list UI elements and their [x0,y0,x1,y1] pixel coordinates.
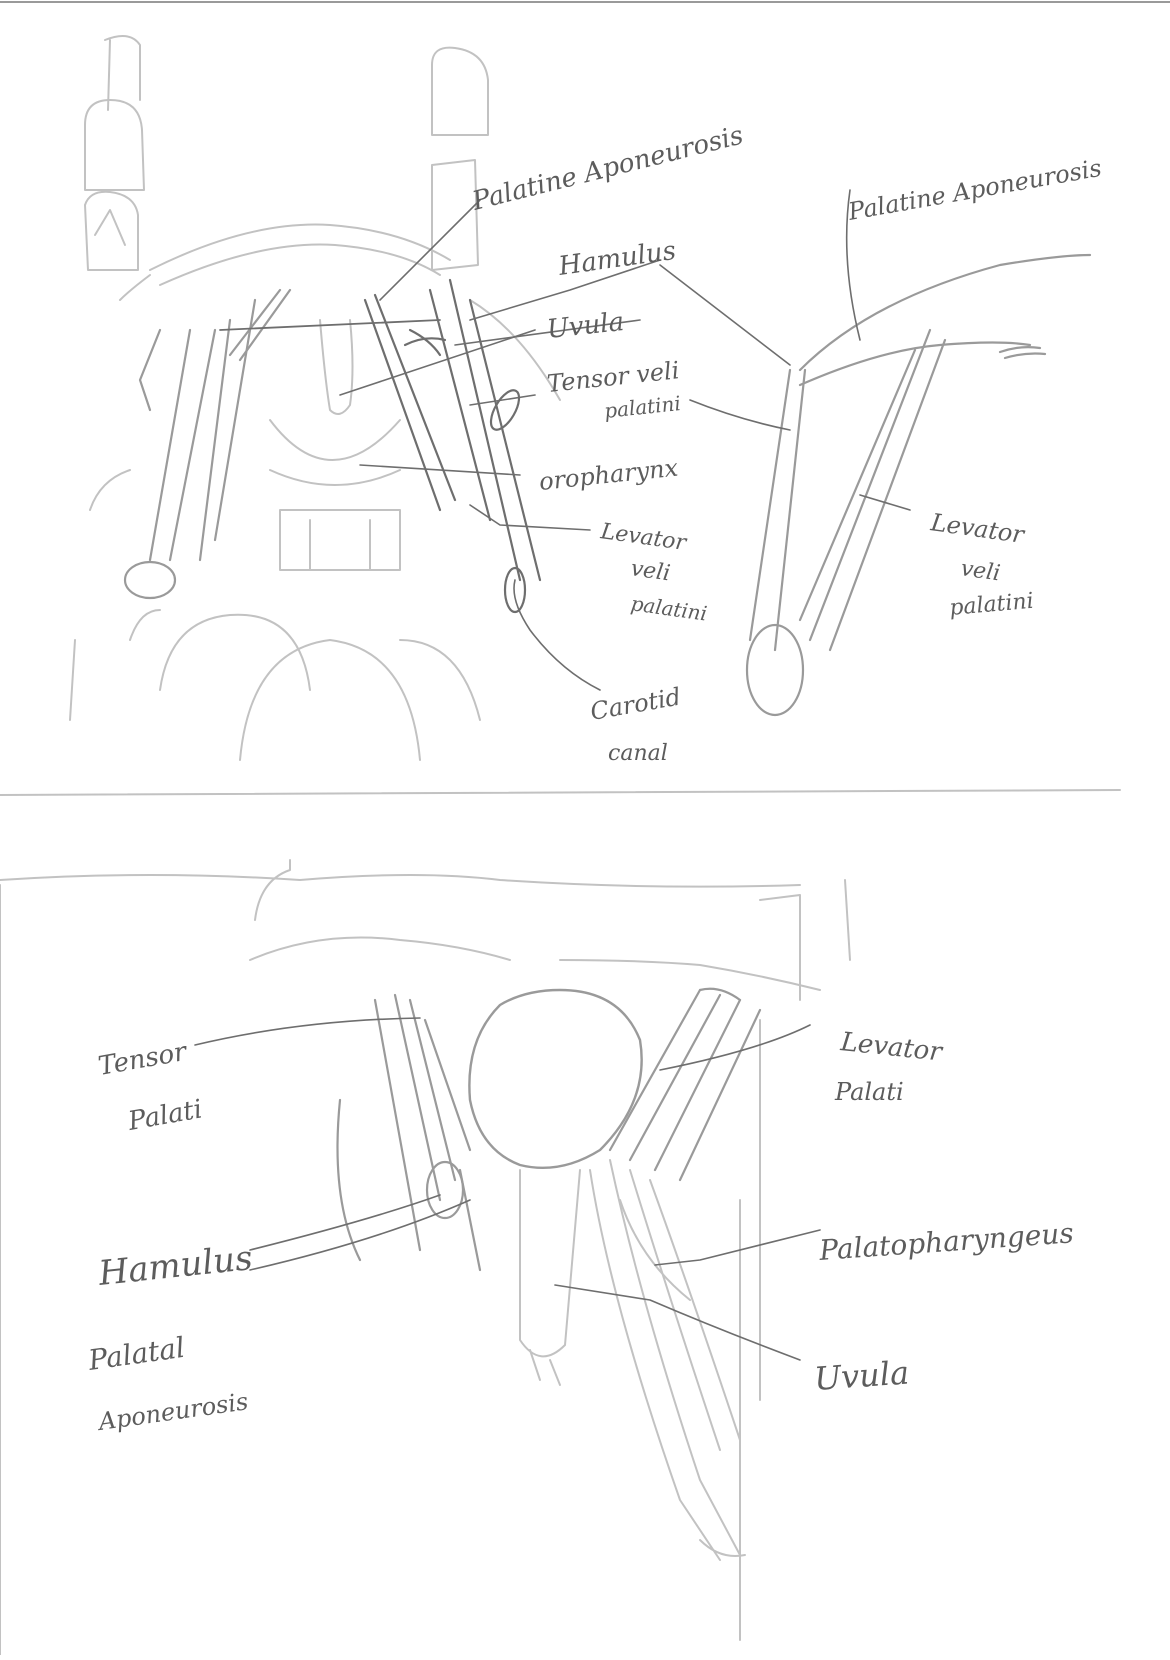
label-side-levator-2: veli [959,556,1002,586]
label-tensor-2: Palati [125,1094,204,1137]
top-sketch: Palatine Aponeurosis Hamulus Uvula Tenso… [70,36,1104,766]
label-palatine-aponeurosis: Palatine Aponeurosis [468,120,746,217]
label-oropharynx: oropharynx [538,453,680,495]
bottom-labels: Tensor Palati Levator Palati Hamulus Pal… [85,1027,1074,1436]
label-palatal-aponeurosis-2: Aponeurosis [95,1387,250,1436]
top-uvula-shape [320,320,353,414]
label-carotid-1: Carotid [588,682,683,725]
label-levator-veli-2: veli [629,556,672,586]
oropharynx-region [70,420,480,760]
bottom-sketch: Tensor Palati Levator Palati Hamulus Pal… [0,860,1075,1655]
label-levator-veli-3: palatini [629,591,708,625]
bottom-tensor-bands [338,995,481,1270]
label-levator-1: Levator [838,1027,945,1068]
label-tensor-veli-2: palatini [603,391,682,423]
label-palatal-aponeurosis-1: Palatal [85,1331,186,1377]
label-uvula: Uvula [546,307,626,345]
label-tensor-veli-1: Tensor veli [546,356,681,398]
teeth-left [85,36,144,270]
label-side-levator-3: palatini [948,589,1034,621]
label-palatopharyngeus: Palatopharyngeus [817,1216,1075,1267]
left-muscle-bands [125,290,290,598]
label-uvula: Uvula [813,1353,910,1398]
label-tensor-1: Tensor [96,1037,190,1082]
label-side-levator-1: Levator [928,508,1027,549]
right-muscle-bands [365,280,540,612]
label-levator-veli-1: Levator [598,519,689,556]
bottom-levator-bands [610,989,760,1180]
label-levator-2: Palati [834,1078,904,1106]
top-labels: Palatine Aponeurosis Hamulus Uvula Tenso… [468,120,1103,766]
lateral-view [747,255,1090,715]
label-side-palatine-aponeurosis: Palatine Aponeurosis [845,154,1103,226]
label-hamulus: Hamulus [96,1238,255,1294]
sketch-divider [0,790,1120,795]
bottom-leader-lines [195,1018,820,1360]
teeth-right [432,48,488,270]
label-carotid-2: canal [608,741,668,766]
